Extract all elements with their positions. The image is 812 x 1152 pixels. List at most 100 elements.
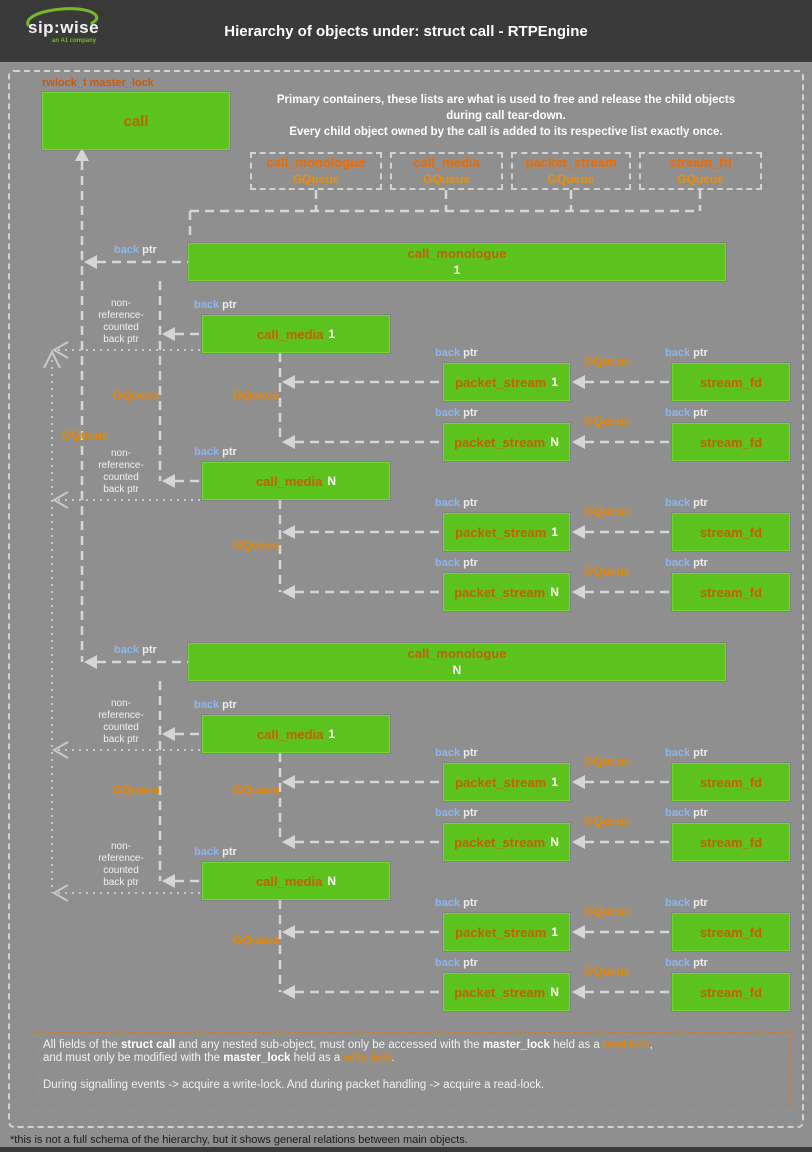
packet-stream-box: packet_stream 1 xyxy=(443,763,570,801)
back-word: back xyxy=(665,557,691,569)
back-word: back xyxy=(194,299,220,311)
box-title: call_media xyxy=(256,726,324,742)
non-ref-line: back ptr xyxy=(103,484,139,495)
non-ref-back-ptr-label: non- reference- counted back ptr xyxy=(93,448,149,496)
gqueue-label: GQueue xyxy=(584,414,631,428)
gqueue-label: GQueue xyxy=(233,388,280,402)
note-line-1: All fields of the struct call and any ne… xyxy=(43,1039,653,1051)
queue-type: GQueue xyxy=(292,172,340,186)
box-index: 1 xyxy=(551,525,558,539)
box-title: call_media xyxy=(255,473,323,489)
non-ref-line: counted xyxy=(103,865,139,876)
intro-line-2: during call tear-down. xyxy=(446,110,566,122)
back-word: back xyxy=(194,846,220,858)
box-index: 1 xyxy=(551,375,558,389)
sipwise-logo[interactable]: sip:wise an A1 company xyxy=(22,5,118,57)
back-word: back xyxy=(435,557,461,569)
intro-text: Primary containers, these lists are what… xyxy=(246,92,766,140)
logo-text: sip:wise xyxy=(28,18,100,37)
call-media-n-box: call_media N xyxy=(202,862,390,900)
box-index: 1 xyxy=(328,727,336,741)
packet-stream-box: packet_stream N xyxy=(443,973,570,1011)
gqueue-label: GQueue xyxy=(233,933,280,947)
queue-type: GQueue xyxy=(423,172,470,186)
box-index: N xyxy=(550,985,559,999)
packet-stream-box: packet_stream N xyxy=(443,573,570,611)
back-word: back xyxy=(665,497,691,509)
non-ref-back-ptr-label: non- reference- counted back ptr xyxy=(93,698,149,746)
back-ptr-label: back ptr xyxy=(194,446,237,458)
back-ptr-label: back ptr xyxy=(665,897,708,909)
queue-type: GQueue xyxy=(547,172,595,186)
ptr-word: ptr xyxy=(693,347,708,359)
packet-stream-box: packet_stream 1 xyxy=(443,913,570,951)
ptr-word: ptr xyxy=(693,897,708,909)
back-word: back xyxy=(114,644,140,656)
back-word: back xyxy=(435,407,461,419)
ptr-word: ptr xyxy=(693,807,708,819)
back-ptr-label: back ptr xyxy=(194,846,237,858)
back-word: back xyxy=(665,807,691,819)
non-ref-back-ptr-label: non- reference- counted back ptr xyxy=(93,841,149,889)
box-index: N xyxy=(327,474,337,488)
back-ptr-label: back ptr xyxy=(665,347,708,359)
back-ptr-label: back ptr xyxy=(665,957,708,969)
gqueue-label: GQueue xyxy=(113,783,160,797)
back-word: back xyxy=(194,699,220,711)
gqueue-label: GQueue xyxy=(233,783,280,797)
queue-box-call-media: call_media GQueue xyxy=(390,152,503,190)
back-ptr-label: back ptr xyxy=(665,807,708,819)
call-media-1-box: call_media 1 xyxy=(202,315,390,353)
back-ptr-label: back ptr xyxy=(435,407,478,419)
queue-name: packet_stream xyxy=(525,155,617,170)
gqueue-label: GQueue xyxy=(233,538,280,552)
non-ref-line: reference- xyxy=(98,310,144,321)
box-index: 1 xyxy=(328,327,336,341)
non-ref-line: counted xyxy=(103,722,139,733)
non-ref-line: non- xyxy=(110,841,131,852)
ptr-word: ptr xyxy=(693,407,708,419)
back-ptr-label: back ptr xyxy=(665,497,708,509)
queue-box-stream-fd: stream_fd GQueue xyxy=(639,152,762,190)
box-index: N xyxy=(327,874,337,888)
call-box: call xyxy=(42,92,230,150)
back-word: back xyxy=(665,407,691,419)
call-media-1-box: call_media 1 xyxy=(202,715,390,753)
ptr-word: ptr xyxy=(463,957,478,969)
back-word: back xyxy=(665,747,691,759)
ptr-word: ptr xyxy=(463,557,478,569)
box-title: packet_stream xyxy=(454,834,546,850)
box-title: packet_stream xyxy=(455,924,547,940)
box-index: 1 xyxy=(551,925,558,939)
back-word: back xyxy=(665,957,691,969)
box-title: packet_stream xyxy=(454,584,546,600)
ptr-word: ptr xyxy=(693,747,708,759)
ptr-word: ptr xyxy=(222,299,237,311)
box-index: N xyxy=(550,585,559,599)
back-word: back xyxy=(435,807,461,819)
non-ref-line: counted xyxy=(103,322,139,333)
non-ref-line: back ptr xyxy=(103,334,139,345)
ptr-word: ptr xyxy=(463,747,478,759)
box-title: stream_fd xyxy=(699,434,763,450)
non-ref-line: non- xyxy=(110,298,131,309)
back-word: back xyxy=(665,347,691,359)
packet-stream-box: packet_stream 1 xyxy=(443,513,570,551)
ptr-word: ptr xyxy=(142,244,157,256)
box-title: stream_fd xyxy=(699,924,763,940)
stream-fd-box: stream_fd xyxy=(672,913,790,951)
back-word: back xyxy=(665,897,691,909)
gqueue-label: GQueue xyxy=(584,814,631,828)
back-word: back xyxy=(435,347,461,359)
ptr-word: ptr xyxy=(463,347,478,359)
box-title: stream_fd xyxy=(699,774,763,790)
ptr-word: ptr xyxy=(463,807,478,819)
back-ptr-label: back ptr xyxy=(665,557,708,569)
ptr-word: ptr xyxy=(222,699,237,711)
back-ptr-label: back ptr xyxy=(114,244,157,256)
back-ptr-label: back ptr xyxy=(114,644,157,656)
read-lock-text: read lock xyxy=(603,1039,650,1051)
back-ptr-label: back ptr xyxy=(194,699,237,711)
back-word: back xyxy=(435,957,461,969)
